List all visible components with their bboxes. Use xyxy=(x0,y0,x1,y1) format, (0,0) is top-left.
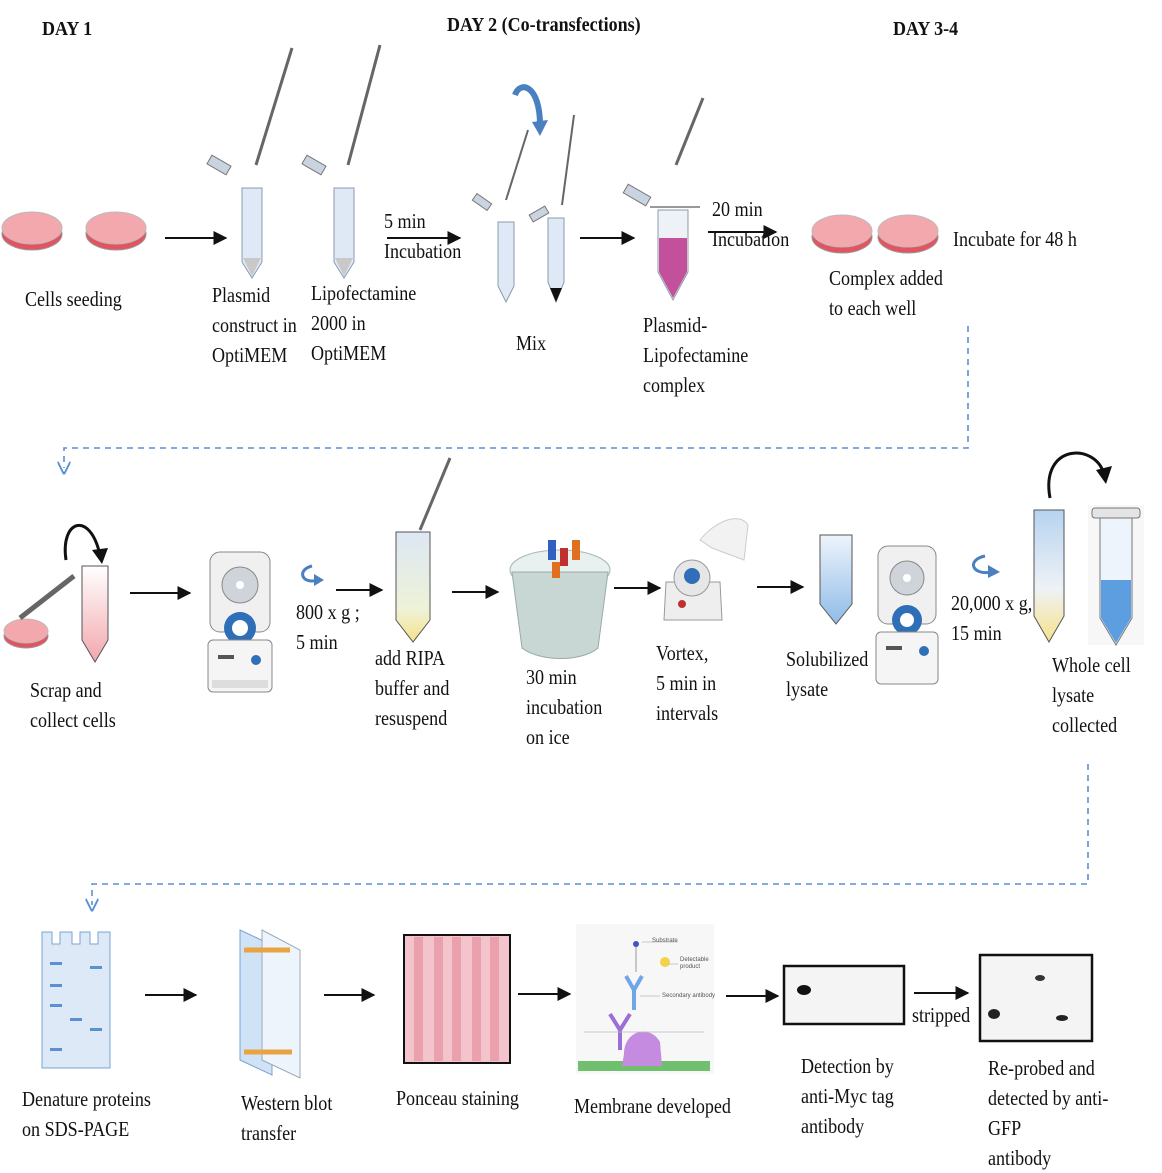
membrane-substrate-text: Substrate xyxy=(652,938,678,944)
spin-icon xyxy=(972,554,1000,578)
collected-tube-icon xyxy=(1033,451,1144,646)
cells-seeding-label: Cells seeding xyxy=(25,287,122,311)
sds-label: Denature proteins on SDS-PAGE xyxy=(22,1087,151,1141)
mix-label: Mix xyxy=(516,331,547,355)
lipofectamine-label: Lipofectamine 2000 in OptiMEM xyxy=(311,281,417,365)
scrape-cells-icon xyxy=(3,523,109,663)
vortex-label: Vortex, 5 min in intervals xyxy=(656,641,719,725)
complex-label: Plasmid- Lipofectamine complex xyxy=(643,313,749,397)
incubation-20-label: 20 min Incubation xyxy=(712,197,790,251)
membrane-product-text: Detectable product xyxy=(680,957,709,970)
centrifuge-icon xyxy=(207,551,273,693)
gfp-label: Re-probed and detected by anti-GFP antib… xyxy=(988,1056,1109,1170)
ripa-tube-icon xyxy=(395,457,452,643)
petri-dish-icon xyxy=(1,211,147,251)
transfer-sandwich-icon xyxy=(239,929,301,1079)
complex-added-label: Complex added to each well xyxy=(829,266,943,320)
membrane-label: Membrane developed xyxy=(574,1094,731,1118)
dashed-connector xyxy=(64,326,969,468)
sds-page-gel-icon xyxy=(41,931,111,1069)
vortex-icon xyxy=(663,518,749,621)
myc-label: Detection by anti-Myc tag antibody xyxy=(801,1054,894,1138)
ice-bucket-icon xyxy=(509,540,611,659)
stripped-label: stripped xyxy=(912,1003,971,1027)
gfp-blot-icon xyxy=(978,953,1094,1043)
incubation-5-label: 5 min Incubation xyxy=(384,209,462,263)
solubilized-label: Solubilized lysate xyxy=(786,647,869,701)
ponceau-membrane-icon xyxy=(403,934,511,1064)
day-3-4-heading: DAY 3-4 xyxy=(893,18,959,40)
complex-tube-icon xyxy=(622,97,705,302)
membrane-developed-icon xyxy=(576,924,714,1074)
centrifuge-icon xyxy=(875,545,939,685)
spin-20000-label: 20,000 x g, 15 min xyxy=(951,591,1033,645)
lysate-tube-icon xyxy=(819,534,853,625)
transfer-label: Western blot transfer xyxy=(241,1091,333,1145)
plasmid-tube-icon xyxy=(206,47,294,279)
mix-tubes-icon xyxy=(471,84,575,304)
whole-cell-label: Whole cell lysate collected xyxy=(1052,653,1131,737)
ponceau-label: Ponceau staining xyxy=(396,1086,519,1110)
spin-icon xyxy=(301,564,324,586)
ice-label: 30 min incubation on ice xyxy=(526,665,603,749)
lipofectamine-tube-icon xyxy=(301,44,382,279)
incubate-48-label: Incubate for 48 h xyxy=(953,227,1077,251)
petri-dish-icon xyxy=(811,214,939,254)
myc-blot-icon xyxy=(782,964,906,1026)
scrap-label: Scrap and collect cells xyxy=(30,678,116,732)
plasmid-label: Plasmid construct in OptiMEM xyxy=(212,283,297,367)
spin-800-label: 800 x g ; 5 min xyxy=(296,600,360,654)
day-2-heading: DAY 2 (Co-transfections) xyxy=(447,14,641,36)
day-1-heading: DAY 1 xyxy=(42,18,93,40)
ripa-label: add RIPA buffer and resuspend xyxy=(375,646,450,730)
dashed-connector xyxy=(92,764,1089,905)
membrane-secondary-text: Secondary antibody xyxy=(662,993,716,999)
